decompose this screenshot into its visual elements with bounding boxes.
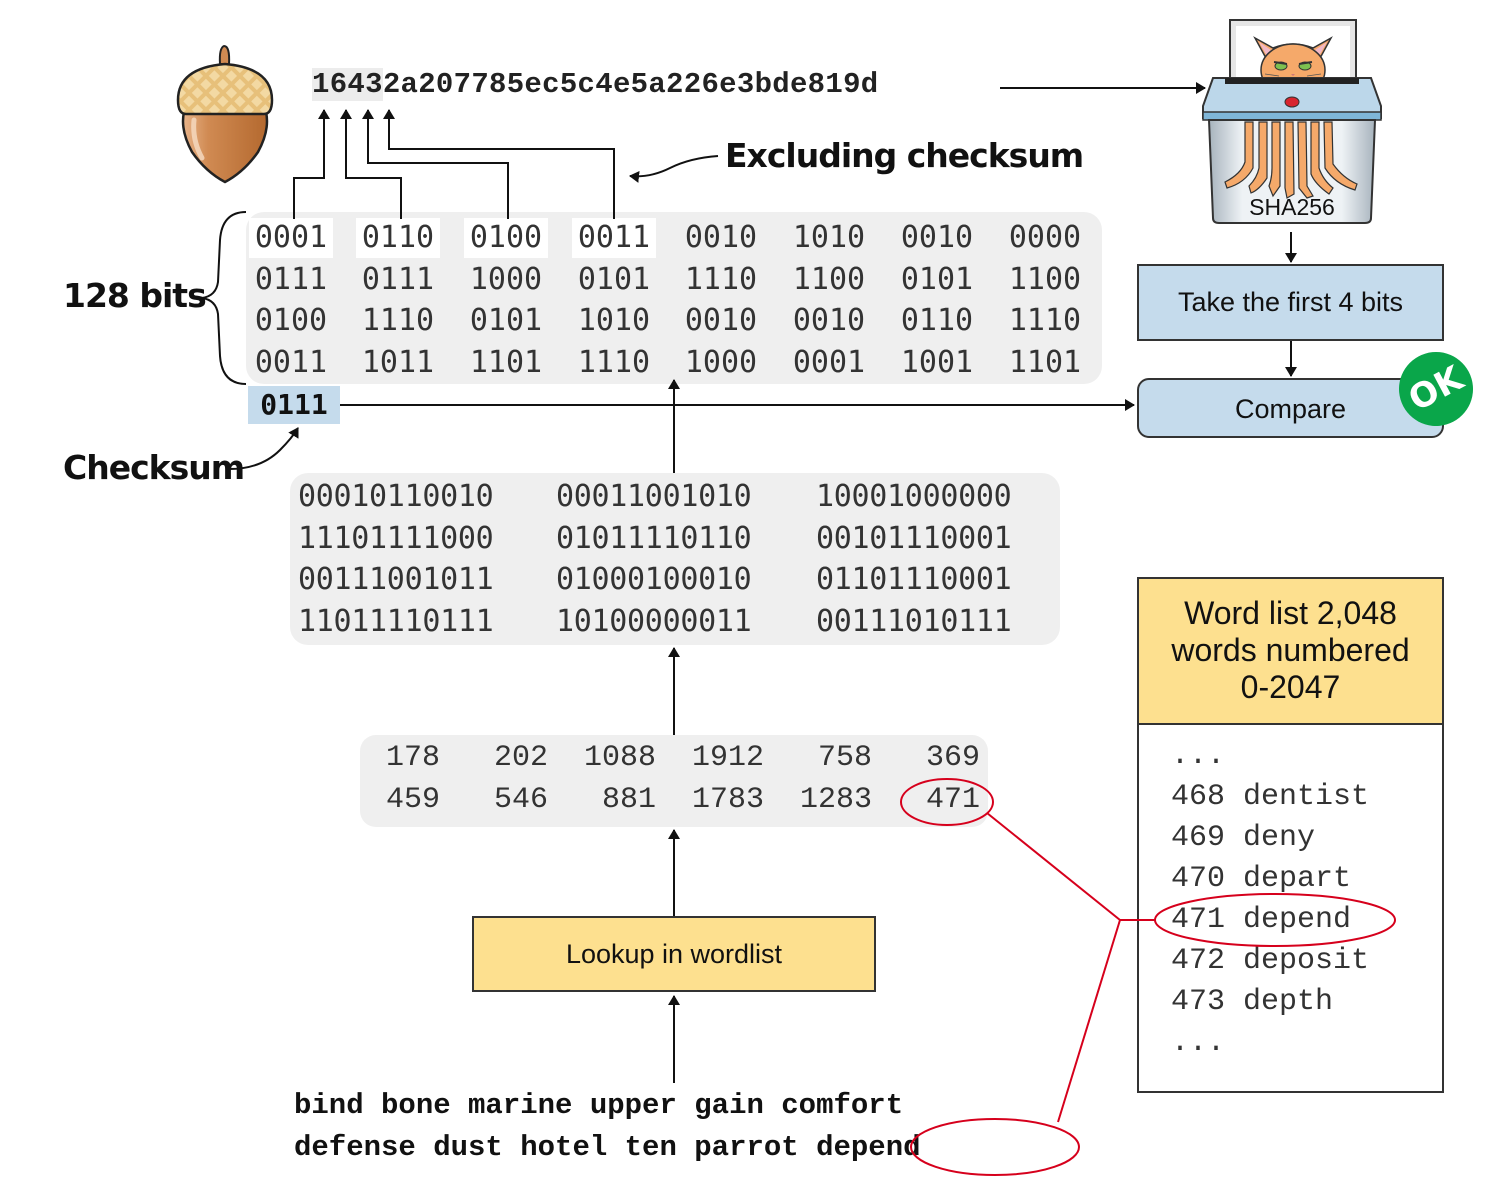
compare-box: Compare	[1137, 378, 1444, 438]
entropy-nibble: 1000	[684, 344, 758, 380]
word-index: 1912	[691, 741, 764, 775]
entropy-nibble: 1100	[1008, 261, 1082, 297]
excluding-checksum-label: Excluding checksum	[725, 136, 1084, 175]
word-index: 471	[925, 783, 980, 817]
entropy-nibble: 0101	[469, 303, 543, 338]
entropy-nibble: 0001	[792, 344, 866, 380]
wordlist-entry: 473 depth	[1171, 985, 1334, 1019]
take-first-4-bits-box: Take the first 4 bits	[1137, 264, 1444, 341]
connector-group-4	[383, 109, 615, 219]
entropy-nibble: 0010	[792, 303, 866, 338]
acorn-icon	[176, 44, 274, 184]
bits-128-label: 128 bits	[63, 276, 207, 315]
red-connector-index	[986, 812, 1121, 921]
entropy-nibble: 1011	[361, 344, 435, 380]
entropy-nibble: 1110	[577, 344, 651, 380]
entropy-nibble: 0111	[361, 261, 435, 297]
entropy-nibble: 0100	[254, 303, 328, 338]
entropy-nibble: 1101	[469, 344, 543, 380]
entropy-nibble-highlighted: 0100	[464, 218, 548, 258]
excluding-checksum-pointer	[629, 155, 719, 183]
lookup-in-wordlist-box: Lookup in wordlist	[472, 916, 876, 992]
hex-rest: 2a207785ec5c4e5a226e3bde819d	[382, 68, 879, 101]
word-index: 178	[385, 741, 440, 775]
checksum-label: Checksum	[63, 448, 245, 487]
mnemonic-line-2-prefix: defense dust hotel ten parrot	[294, 1131, 799, 1164]
word-index: 1783	[691, 783, 764, 817]
eleven-bit-group: 00011001010	[556, 479, 752, 514]
brace-128-bits	[201, 211, 247, 385]
connector-group-2	[340, 109, 402, 219]
entropy-nibble: 0010	[684, 303, 758, 338]
eleven-bit-group: 01000100010	[556, 562, 752, 597]
wordlist-header: Word list 2,048 words numbered 0-2047	[1139, 579, 1442, 725]
entropy-nibble: 1001	[900, 344, 974, 380]
hex-first-four: 1643	[312, 68, 383, 101]
word-index: 1283	[799, 783, 872, 817]
word-index: 546	[493, 783, 548, 817]
entropy-nibble: 1010	[577, 303, 651, 338]
eleven-bit-group: 10100000011	[556, 603, 752, 639]
entropy-nibble: 0110	[900, 303, 974, 338]
mnemonic-sentence: bind bone marine upper gain comfort defe…	[294, 1085, 921, 1169]
eleven-bit-group: 00111001011	[298, 562, 494, 597]
entropy-nibble: 0101	[577, 261, 651, 297]
word-index: 202	[493, 741, 548, 775]
entropy-nibble: 1000	[469, 261, 543, 297]
mnemonic-line-2: defense dust hotel ten parrot depend	[294, 1127, 921, 1169]
entropy-bits-box: 0001 0110 0100 0011 0010 1010 0010 0000 0111 0111…	[246, 212, 1102, 384]
entropy-nibble: 1110	[361, 303, 435, 338]
connector-group-1	[293, 109, 330, 219]
entropy-nibble: 0111	[254, 261, 328, 297]
word-index: 1088	[583, 741, 656, 775]
entropy-nibble: 1100	[792, 261, 866, 297]
eleven-bit-groups-box: 00010110010 00011001010 10001000000 1110111…	[290, 473, 1060, 645]
wordlist-title-line-2: words numbered	[1171, 632, 1410, 668]
entropy-nibble: 1110	[684, 261, 758, 297]
red-connector-mnemonic	[1057, 919, 1121, 1123]
hex-entropy: 16432a207785ec5c4e5a226e3bde819d	[312, 68, 879, 101]
connector-group-3	[362, 109, 509, 219]
wordlist-entry: 470 depart	[1171, 862, 1352, 896]
wordlist-table: Word list 2,048 words numbered 0-2047 ..…	[1137, 577, 1444, 1093]
word-index: 758	[817, 741, 872, 775]
entropy-nibble: 0010	[684, 220, 758, 255]
entropy-nibble: 1110	[1008, 303, 1082, 338]
eleven-bit-group: 00101110001	[816, 520, 1012, 556]
entropy-nibble: 0010	[900, 220, 974, 255]
eleven-bit-group: 11101111000	[298, 520, 494, 556]
word-index: 459	[385, 783, 440, 817]
entropy-nibble: 0101	[900, 261, 974, 297]
wordlist-entry: ...	[1171, 739, 1226, 773]
mnemonic-highlight-word: depend	[816, 1131, 921, 1164]
wordlist-entry: ...	[1171, 1026, 1226, 1060]
word-indices-box: 178 202 1088 1912 758 369 459 546 881 1783 1283 471	[360, 735, 988, 827]
eleven-bit-group: 01101110001	[816, 562, 1012, 597]
highlight-ellipse-mnemonic-depend	[910, 1118, 1080, 1176]
mnemonic-line-1: bind bone marine upper gain comfort	[294, 1089, 904, 1122]
wordlist-entry: 469 deny	[1171, 821, 1316, 855]
entropy-nibble: 1101	[1008, 344, 1082, 380]
entropy-nibble-highlighted: 0001	[249, 218, 333, 258]
eleven-bit-group: 00111010111	[816, 603, 1012, 639]
wordlist-title-line-3: 0-2047	[1240, 669, 1341, 705]
entropy-nibble-highlighted: 0011	[572, 218, 656, 258]
wordlist-entry: 468 dentist	[1171, 780, 1370, 814]
eleven-bit-group: 11011110111	[298, 603, 494, 639]
eleven-bit-group: 00010110010	[298, 479, 494, 514]
entropy-nibble: 0011	[254, 344, 328, 380]
wordlist-entry-highlighted: 471 depend	[1171, 903, 1352, 937]
eleven-bit-group: 10001000000	[816, 479, 1012, 514]
entropy-nibble: 1010	[792, 220, 866, 255]
entropy-nibble: 0000	[1008, 220, 1082, 255]
eleven-bit-group: 01011110110	[556, 520, 752, 556]
sha256-label: SHA256	[1249, 194, 1335, 220]
sha256-shredder-icon	[1202, 19, 1382, 224]
checksum-bits: 0111	[248, 386, 340, 424]
wordlist-title-line-1: Word list 2,048	[1184, 595, 1397, 631]
wordlist-entry: 472 deposit	[1171, 944, 1370, 978]
entropy-nibble-highlighted: 0110	[356, 218, 440, 258]
word-index: 881	[601, 783, 656, 817]
word-index: 369	[925, 741, 980, 775]
